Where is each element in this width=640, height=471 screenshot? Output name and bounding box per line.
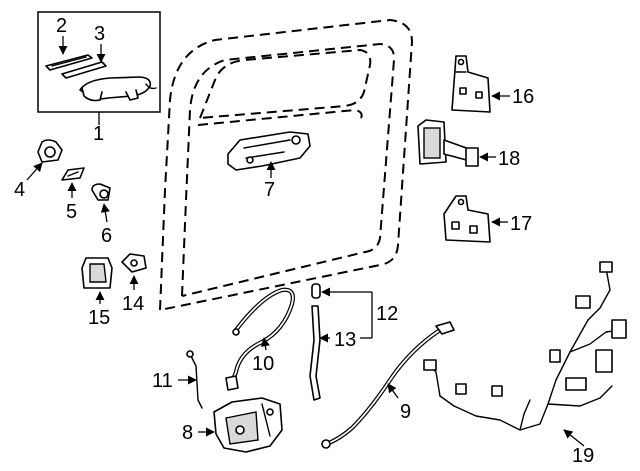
part-5-bezel — [61, 167, 85, 198]
part-3-handle-pad — [61, 61, 107, 79]
callout-17: 17 — [510, 213, 532, 235]
part-10-lock-cable — [225, 287, 295, 391]
part-2-handle-seal — [45, 54, 93, 71]
callout-19: 19 — [572, 445, 594, 467]
callout-labels: 2 3 1 4 5 6 7 15 14 16 18 17 12 13 10 11… — [14, 15, 594, 467]
part-6-switch — [91, 183, 111, 223]
part-14-clip — [121, 253, 147, 290]
callout-12: 12 — [376, 303, 398, 325]
callout-9: 9 — [400, 401, 411, 423]
part-18-door-check — [417, 119, 496, 167]
part-19-wire-harness — [423, 261, 627, 447]
callout-2: 2 — [56, 15, 67, 37]
callout-1: 1 — [93, 123, 104, 145]
part-17-hinge-lower — [443, 195, 508, 243]
leader-lines-12-13 — [319, 287, 373, 343]
callout-13: 13 — [334, 329, 356, 351]
callout-3: 3 — [94, 23, 105, 45]
callout-14: 14 — [122, 293, 144, 315]
part-12-clip — [311, 283, 321, 299]
callout-4: 4 — [14, 179, 25, 201]
callout-10: 10 — [252, 353, 274, 375]
callout-16: 16 — [512, 86, 534, 108]
callout-15: 15 — [88, 307, 110, 329]
callout-11: 11 — [152, 370, 173, 392]
callout-6: 6 — [101, 225, 112, 247]
part-13-rod — [309, 305, 321, 401]
part-4-lock-cylinder — [26, 139, 63, 181]
callout-18: 18 — [498, 148, 520, 170]
part-8-door-latch — [198, 397, 283, 453]
part-15-bracket — [81, 257, 113, 304]
callout-7: 7 — [264, 179, 275, 201]
callout-8: 8 — [182, 422, 193, 444]
part-11-rod — [178, 350, 203, 409]
part-7-inside-handle — [227, 131, 311, 178]
part-9-release-cable — [321, 321, 455, 449]
leader-lines-box — [58, 36, 106, 125]
part-1-outside-handle — [79, 76, 157, 102]
door-outline — [159, 19, 413, 311]
part-16-hinge — [451, 55, 510, 113]
callout-5: 5 — [66, 201, 77, 223]
